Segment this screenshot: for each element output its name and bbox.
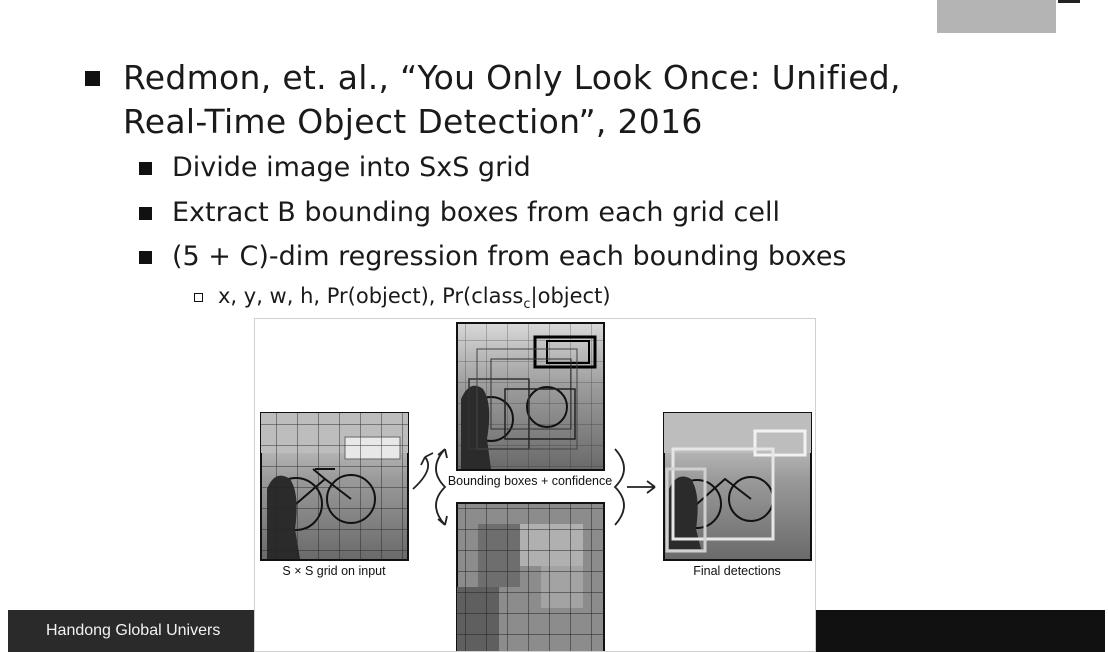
sub-bullet-2: Extract B bounding boxes from each grid … [172, 197, 781, 228]
corner-decoration [937, 0, 1056, 33]
footer-university-name: Handong Global Univers [46, 622, 221, 639]
yolo-figure: S × S grid on input Bounding boxes + con… [254, 318, 816, 652]
corner-line-decoration [1058, 0, 1080, 3]
bullet-title-line1: Redmon, et. al., “You Only Look Once: Un… [123, 58, 901, 97]
class-probability-map [456, 502, 605, 651]
bullet-title-line2: Real-Time Object Detection”, 2016 [123, 102, 703, 141]
footer-left-panel [8, 610, 254, 652]
sub-sub-bullet-suffix: |object) [530, 284, 611, 308]
square-bullet-icon [139, 251, 152, 264]
yolo-diagram: S × S grid on input Bounding boxes + con… [260, 322, 812, 651]
sub-sub-bullet-subscript: c [523, 297, 531, 313]
sub-sub-bullet: x, y, w, h, Pr(object), Pr(classc|object… [218, 282, 611, 319]
sub-sub-bullet-prefix: x, y, w, h, Pr(object), Pr(class [218, 284, 524, 308]
caption-final: Final detections [693, 564, 781, 578]
curly-arrow-icon [412, 448, 448, 526]
final-detections-image [663, 412, 812, 561]
square-bullet-icon [139, 207, 152, 220]
curly-arrow-icon [613, 448, 656, 526]
sub-bullet-3: (5 + C)-dim regression from each boundin… [172, 241, 847, 272]
caption-input: S × S grid on input [282, 564, 386, 578]
square-bullet-icon [85, 71, 100, 86]
hollow-square-bullet-icon [194, 293, 203, 302]
sub-bullet-1: Divide image into SxS grid [172, 152, 531, 183]
input-grid-image [260, 412, 409, 561]
square-bullet-icon [139, 162, 152, 175]
caption-boxes: Bounding boxes + confidence [448, 474, 612, 488]
bounding-boxes-image [456, 322, 605, 471]
